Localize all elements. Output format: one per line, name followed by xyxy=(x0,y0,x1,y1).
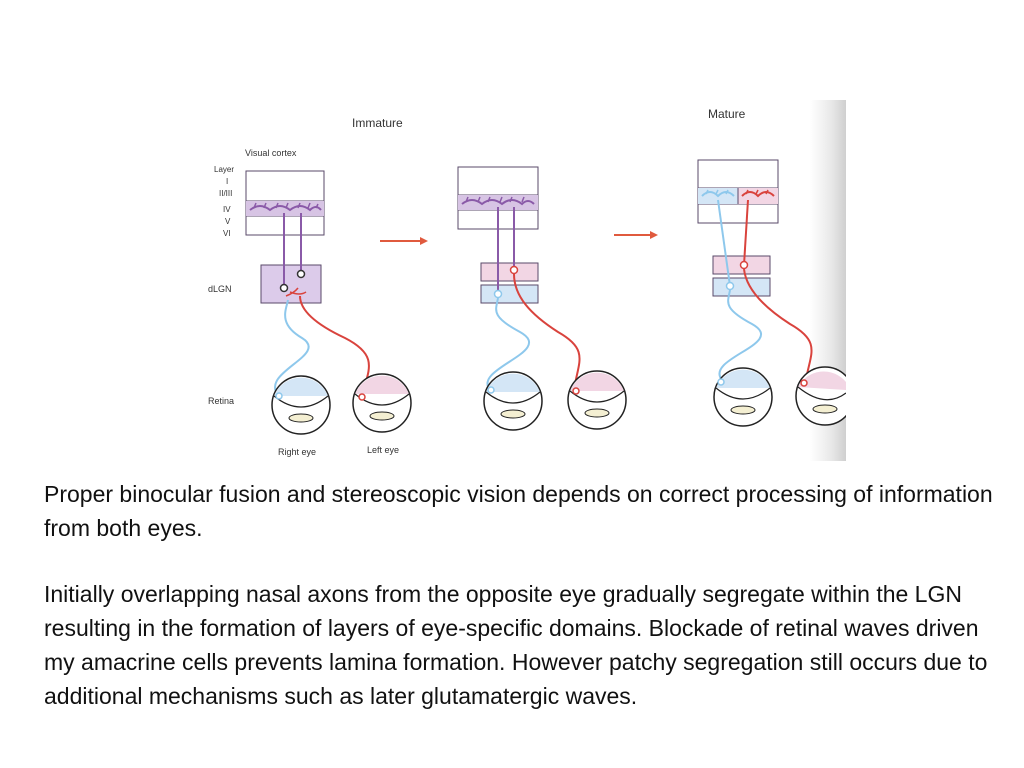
paragraph-axon-segregation: Initially overlapping nasal axons from t… xyxy=(44,581,988,709)
left-eye-axon xyxy=(513,273,581,391)
left-eye-3 xyxy=(795,366,846,426)
right-eye-2 xyxy=(483,371,543,431)
lgn-to-cortex-axon xyxy=(743,199,749,266)
visual-cortex-label: Visual cortex xyxy=(245,148,297,158)
cortex-block-1 xyxy=(245,170,325,236)
lgn-to-cortex-axon xyxy=(717,199,731,287)
right-eye-axon xyxy=(486,297,530,391)
left-eye-label: Left eye xyxy=(367,445,399,455)
layer-ii-iii-label: II/III xyxy=(219,189,232,198)
layer-label: Layer xyxy=(214,165,234,174)
layer-v-label: V xyxy=(225,217,231,226)
cortex-block-3 xyxy=(697,159,779,224)
stage-immature xyxy=(245,170,412,435)
retina-label: Retina xyxy=(208,396,234,406)
layer-i-label: I xyxy=(226,177,228,186)
left-eye-1 xyxy=(352,373,412,433)
left-eye-2 xyxy=(567,370,627,430)
paragraph-binocular-fusion: Proper binocular fusion and stereoscopic… xyxy=(44,481,993,541)
lgn-terminal xyxy=(279,283,289,293)
layer-iv-label: IV xyxy=(223,205,231,214)
progression-arrow-1 xyxy=(380,237,428,245)
right-eye-axon xyxy=(274,299,310,396)
lgn-right-layer-2 xyxy=(480,284,539,304)
right-eye-label: Right eye xyxy=(278,447,316,457)
immature-label: Immature xyxy=(352,116,403,130)
lgn-left-layer-2 xyxy=(480,262,539,282)
eye-segregation-figure: Immature Mature Visual cortex Layer I II… xyxy=(190,100,846,461)
lgn-terminal xyxy=(296,269,306,279)
right-eye-1 xyxy=(271,375,331,435)
left-eye-axon xyxy=(743,268,813,381)
right-eye-axon xyxy=(718,289,762,381)
dlgn-label: dLGN xyxy=(208,284,232,294)
right-eye-3 xyxy=(713,367,773,427)
progression-arrow-2 xyxy=(614,231,658,239)
lgn-right-layer-3 xyxy=(712,277,771,297)
stage-intermediate xyxy=(457,166,627,431)
lgn-block-1 xyxy=(260,264,322,304)
mature-label: Mature xyxy=(708,107,746,121)
left-eye-axon xyxy=(299,295,370,398)
layer-vi-label: VI xyxy=(223,229,231,238)
stage-mature xyxy=(697,159,846,427)
